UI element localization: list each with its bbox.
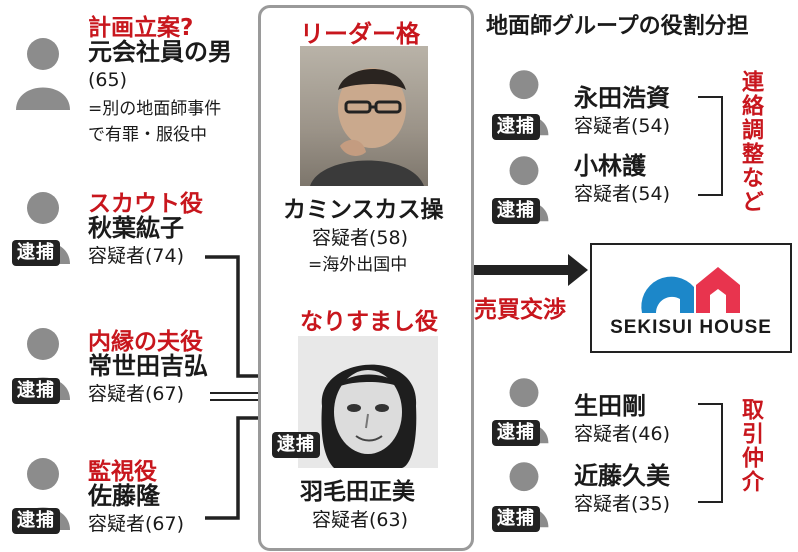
person-note: =別の地面師事件 [88,99,222,119]
impersonator-photo [298,336,438,468]
role-label-leader: リーダー格 [300,20,420,48]
role-label-impersonator: なりすまし役 [300,309,438,335]
group-label-liaison: 連絡調整など [738,70,763,214]
arrested-badge: 逮捕 [272,432,320,458]
person-name: 常世田吉弘 [88,352,208,380]
arrested-badge: 逮捕 [492,114,540,140]
person-name: 秋葉紘子 [88,214,184,242]
arrested-badge: 逮捕 [12,378,60,404]
role-label-planner: 計画立案? [88,15,194,41]
deal-arrowhead [568,254,588,286]
sekisui-house-logo: SEKISUI HOUSE [590,243,792,353]
arrested-badge: 逮捕 [492,420,540,446]
sekisui-logo-text: SEKISUI HOUSE [610,317,772,338]
person-age: (65) [88,69,128,91]
person-title: 容疑者(35) [574,493,671,515]
impersonator-name: 羽毛田正美 [300,479,415,505]
leader-face-icon [310,68,424,186]
leader-title: 容疑者(58) [312,227,409,249]
person-title: 容疑者(74) [88,245,185,267]
person-title: 容疑者(67) [88,513,185,535]
person-title: 容疑者(67) [88,383,185,405]
leader-photo [300,46,428,186]
arrested-badge: 逮捕 [492,198,540,224]
person-name: 近藤久美 [574,462,670,490]
leader-note: =海外出国中 [308,255,408,275]
person-note: で有罪・服役中 [88,125,207,145]
page-title: 地面師グループの役割分担 [486,14,749,39]
bracket-top [698,96,723,196]
person-silhouette-icon [16,38,70,110]
person-name: 元会社員の男 [88,38,232,66]
deal-label: 売買交渉 [474,297,566,323]
person-name: 生田剛 [574,392,646,420]
impersonator-face-icon [321,364,417,468]
arrested-badge: 逮捕 [12,240,60,266]
person-name: 佐藤隆 [88,482,160,510]
arrested-badge: 逮捕 [12,508,60,534]
role-label-watcher: 監視役 [88,459,157,485]
person-title: 容疑者(46) [574,423,671,445]
person-name: 永田浩資 [574,84,670,112]
person-title: 容疑者(54) [574,183,671,205]
person-name: 小林護 [574,152,646,180]
role-label-scout: スカウト役 [88,191,203,217]
person-title: 容疑者(54) [574,115,671,137]
leader-name: カミンスカス操 [283,197,444,223]
group-label-broker: 取引仲介 [738,398,763,494]
arrested-badge: 逮捕 [492,506,540,532]
role-label-husband: 内縁の夫役 [88,329,203,355]
sekisui-mark-icon [641,267,740,313]
impersonator-title: 容疑者(63) [312,509,409,531]
bracket-bottom [698,403,723,503]
